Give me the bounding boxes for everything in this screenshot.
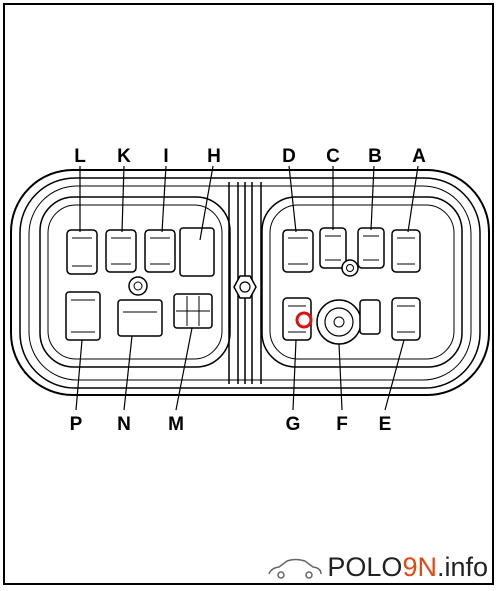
connector-L[interactable] (66, 229, 98, 275)
label-N: N (117, 414, 131, 435)
label-A: A (412, 146, 426, 167)
connector-I[interactable] (144, 229, 176, 273)
label-G: G (286, 414, 301, 435)
right-stud (341, 259, 359, 277)
connector-C[interactable] (319, 227, 347, 269)
label-P: P (70, 414, 83, 435)
label-C: C (326, 146, 340, 167)
connector-F[interactable] (316, 299, 381, 345)
label-H: H (207, 146, 221, 167)
leader-lines-top (79, 165, 419, 241)
connector-K[interactable] (105, 229, 137, 273)
center-hex-nut (233, 275, 257, 299)
housing-ring-1 (19, 177, 481, 389)
right-block-inner (269, 204, 455, 360)
left-stud-core (133, 281, 143, 291)
highlight-marker (295, 311, 313, 329)
car-icon (268, 558, 323, 579)
watermark-prefix: POLO (327, 552, 403, 582)
right-connector-block (261, 196, 463, 368)
leader-lines-bottom (75, 327, 405, 411)
connector-B[interactable] (357, 227, 385, 269)
label-E: E (379, 414, 392, 435)
left-block-inner (47, 204, 223, 360)
left-connector-block (39, 196, 231, 368)
watermark-accent: 9N (402, 552, 437, 582)
housing-ring-2 (28, 185, 472, 381)
diagram-frame (3, 3, 494, 585)
label-K: K (117, 146, 131, 167)
left-stud (128, 276, 148, 296)
label-M: M (168, 414, 184, 435)
connector-P[interactable] (65, 291, 101, 341)
right-stud-core (346, 264, 354, 272)
connector-E[interactable] (391, 297, 421, 341)
watermark-suffix: .info (436, 552, 488, 582)
label-B: B (368, 146, 382, 167)
label-L: L (74, 146, 86, 167)
label-F: F (336, 414, 348, 435)
connector-A[interactable] (391, 229, 421, 273)
connector-H[interactable] (179, 227, 215, 277)
center-divider (228, 182, 262, 384)
connector-M[interactable] (173, 293, 213, 329)
connector-D[interactable] (282, 229, 314, 273)
connector-N[interactable] (117, 299, 163, 337)
housing-outer (10, 169, 490, 396)
label-D: D (282, 146, 296, 167)
label-I: I (163, 146, 168, 167)
